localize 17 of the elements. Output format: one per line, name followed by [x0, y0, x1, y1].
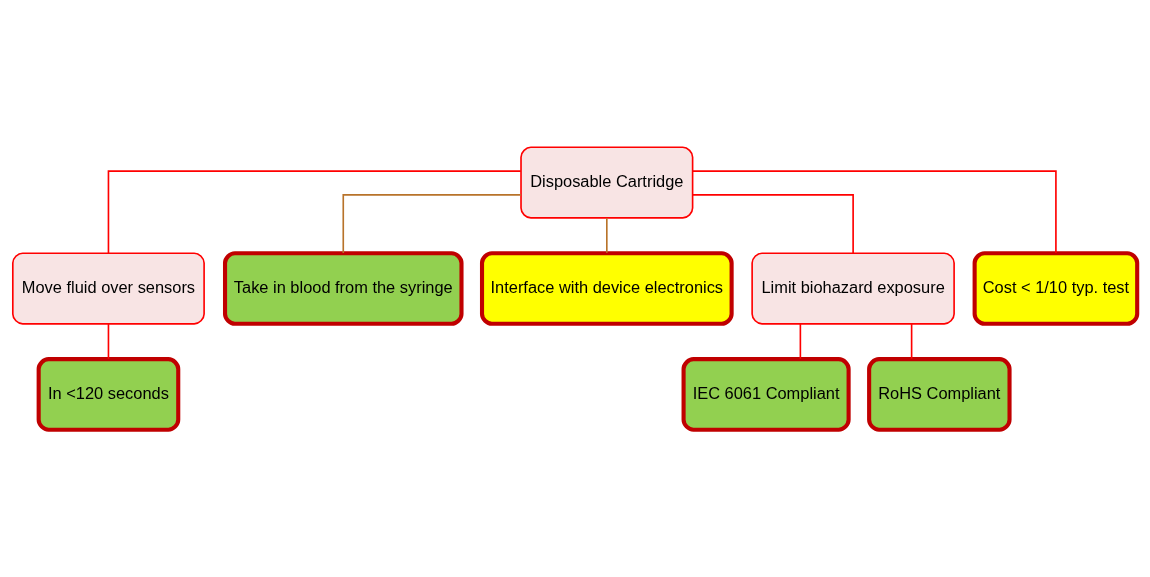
node-box: Disposable Cartridge: [520, 146, 694, 219]
node-box: Move fluid over sensors: [12, 252, 205, 325]
connector: [342, 194, 522, 254]
node-box: Cost < 1/10 typ. test: [972, 251, 1140, 326]
node-box: In <120 seconds: [36, 357, 181, 432]
node-box: IEC 6061 Compliant: [681, 357, 851, 432]
connector: [606, 217, 608, 254]
connector: [107, 323, 110, 360]
connector: [910, 323, 913, 360]
node-box: RoHS Compliant: [867, 357, 1012, 432]
connector: [691, 194, 854, 254]
node-box: Interface with device electronics: [479, 251, 734, 326]
node-box: Take in blood from the syringe: [223, 251, 464, 326]
connector: [799, 323, 802, 360]
connector: [107, 170, 522, 254]
node-box: Limit biohazard exposure: [751, 252, 955, 325]
connector: [692, 170, 1057, 254]
